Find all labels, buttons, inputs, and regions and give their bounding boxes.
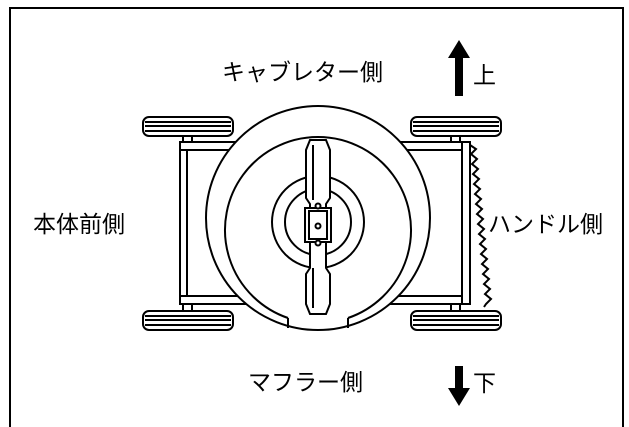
up-label: 上 bbox=[473, 63, 496, 89]
carburetor-side-label: キャブレター側 bbox=[222, 60, 383, 86]
wheel-rear-right bbox=[410, 310, 502, 331]
muffler-side-label: マフラー側 bbox=[248, 370, 363, 396]
up-arrow-icon bbox=[448, 40, 470, 96]
wheel-front-left bbox=[142, 116, 234, 137]
down-arrow-icon bbox=[448, 366, 470, 406]
wheel-rear-left bbox=[410, 116, 502, 137]
down-label: 下 bbox=[473, 371, 496, 397]
front-side-label: 本体前側 bbox=[33, 212, 125, 238]
diagram-frame bbox=[9, 7, 624, 427]
wheel-front-right bbox=[142, 310, 234, 331]
handle-side-label: ハンドル側 bbox=[488, 212, 603, 238]
